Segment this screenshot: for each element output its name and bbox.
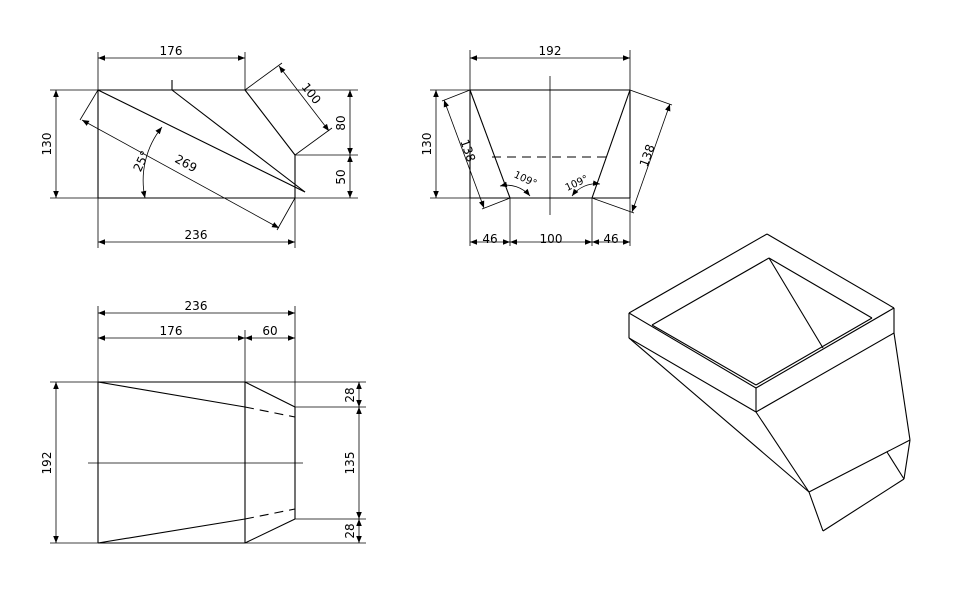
side-labels: 192 130 138 138 109° 109° 46 100 46 [420, 44, 658, 246]
dim-front-slant [278, 65, 330, 132]
label-side-bottom-right: 46 [603, 232, 618, 246]
label-top-overall: 236 [185, 299, 208, 313]
dim-side-right-slant [631, 103, 671, 213]
front-outline [97, 80, 306, 199]
top-outline [97, 381, 296, 544]
top-view: 236 176 60 192 28 135 28 [40, 299, 366, 544]
side-view: 192 130 138 138 109° 109° 46 100 46 [420, 44, 673, 246]
dim-side-left-slant [443, 99, 485, 209]
top-labels: 236 176 60 192 28 135 28 [40, 299, 357, 539]
label-front-slant: 100 [299, 80, 324, 107]
label-side-left-slant: 138 [457, 137, 478, 163]
top-hidden-lines [244, 406, 296, 520]
dim-front-angle-arc [140, 126, 163, 199]
label-top-right-mid: 135 [343, 452, 357, 475]
label-top-right: 60 [262, 324, 277, 338]
label-top-right-top: 28 [343, 387, 357, 402]
dim-side-right-angle-arc [571, 180, 601, 197]
label-top-height: 192 [40, 452, 54, 475]
dim-front-diagonal [81, 119, 280, 229]
label-front-top: 176 [160, 44, 183, 58]
label-front-height: 130 [40, 133, 54, 156]
front-dimension-lines [53, 55, 353, 245]
label-side-right-slant: 138 [637, 142, 658, 168]
front-labels: 176 100 130 80 50 25° 269 236 [40, 44, 348, 242]
side-dimension-lines [433, 55, 671, 245]
label-front-bottom: 236 [185, 228, 208, 242]
dim-side-left-angle-arc [499, 181, 531, 197]
top-dimension-lines [53, 310, 362, 543]
label-top-left: 176 [160, 324, 183, 338]
isometric-view [628, 233, 911, 532]
label-side-top: 192 [539, 44, 562, 58]
label-front-right-lower: 50 [334, 169, 348, 184]
label-top-right-bottom: 28 [343, 523, 357, 538]
label-side-bottom-mid: 100 [540, 232, 563, 246]
label-side-height: 130 [420, 133, 434, 156]
label-front-right-upper: 80 [334, 115, 348, 130]
top-extension-lines [50, 306, 366, 544]
label-front-angle: 25° [131, 149, 153, 174]
label-side-bottom-left: 46 [482, 232, 497, 246]
front-view: 176 100 130 80 50 25° 269 236 [40, 44, 358, 248]
